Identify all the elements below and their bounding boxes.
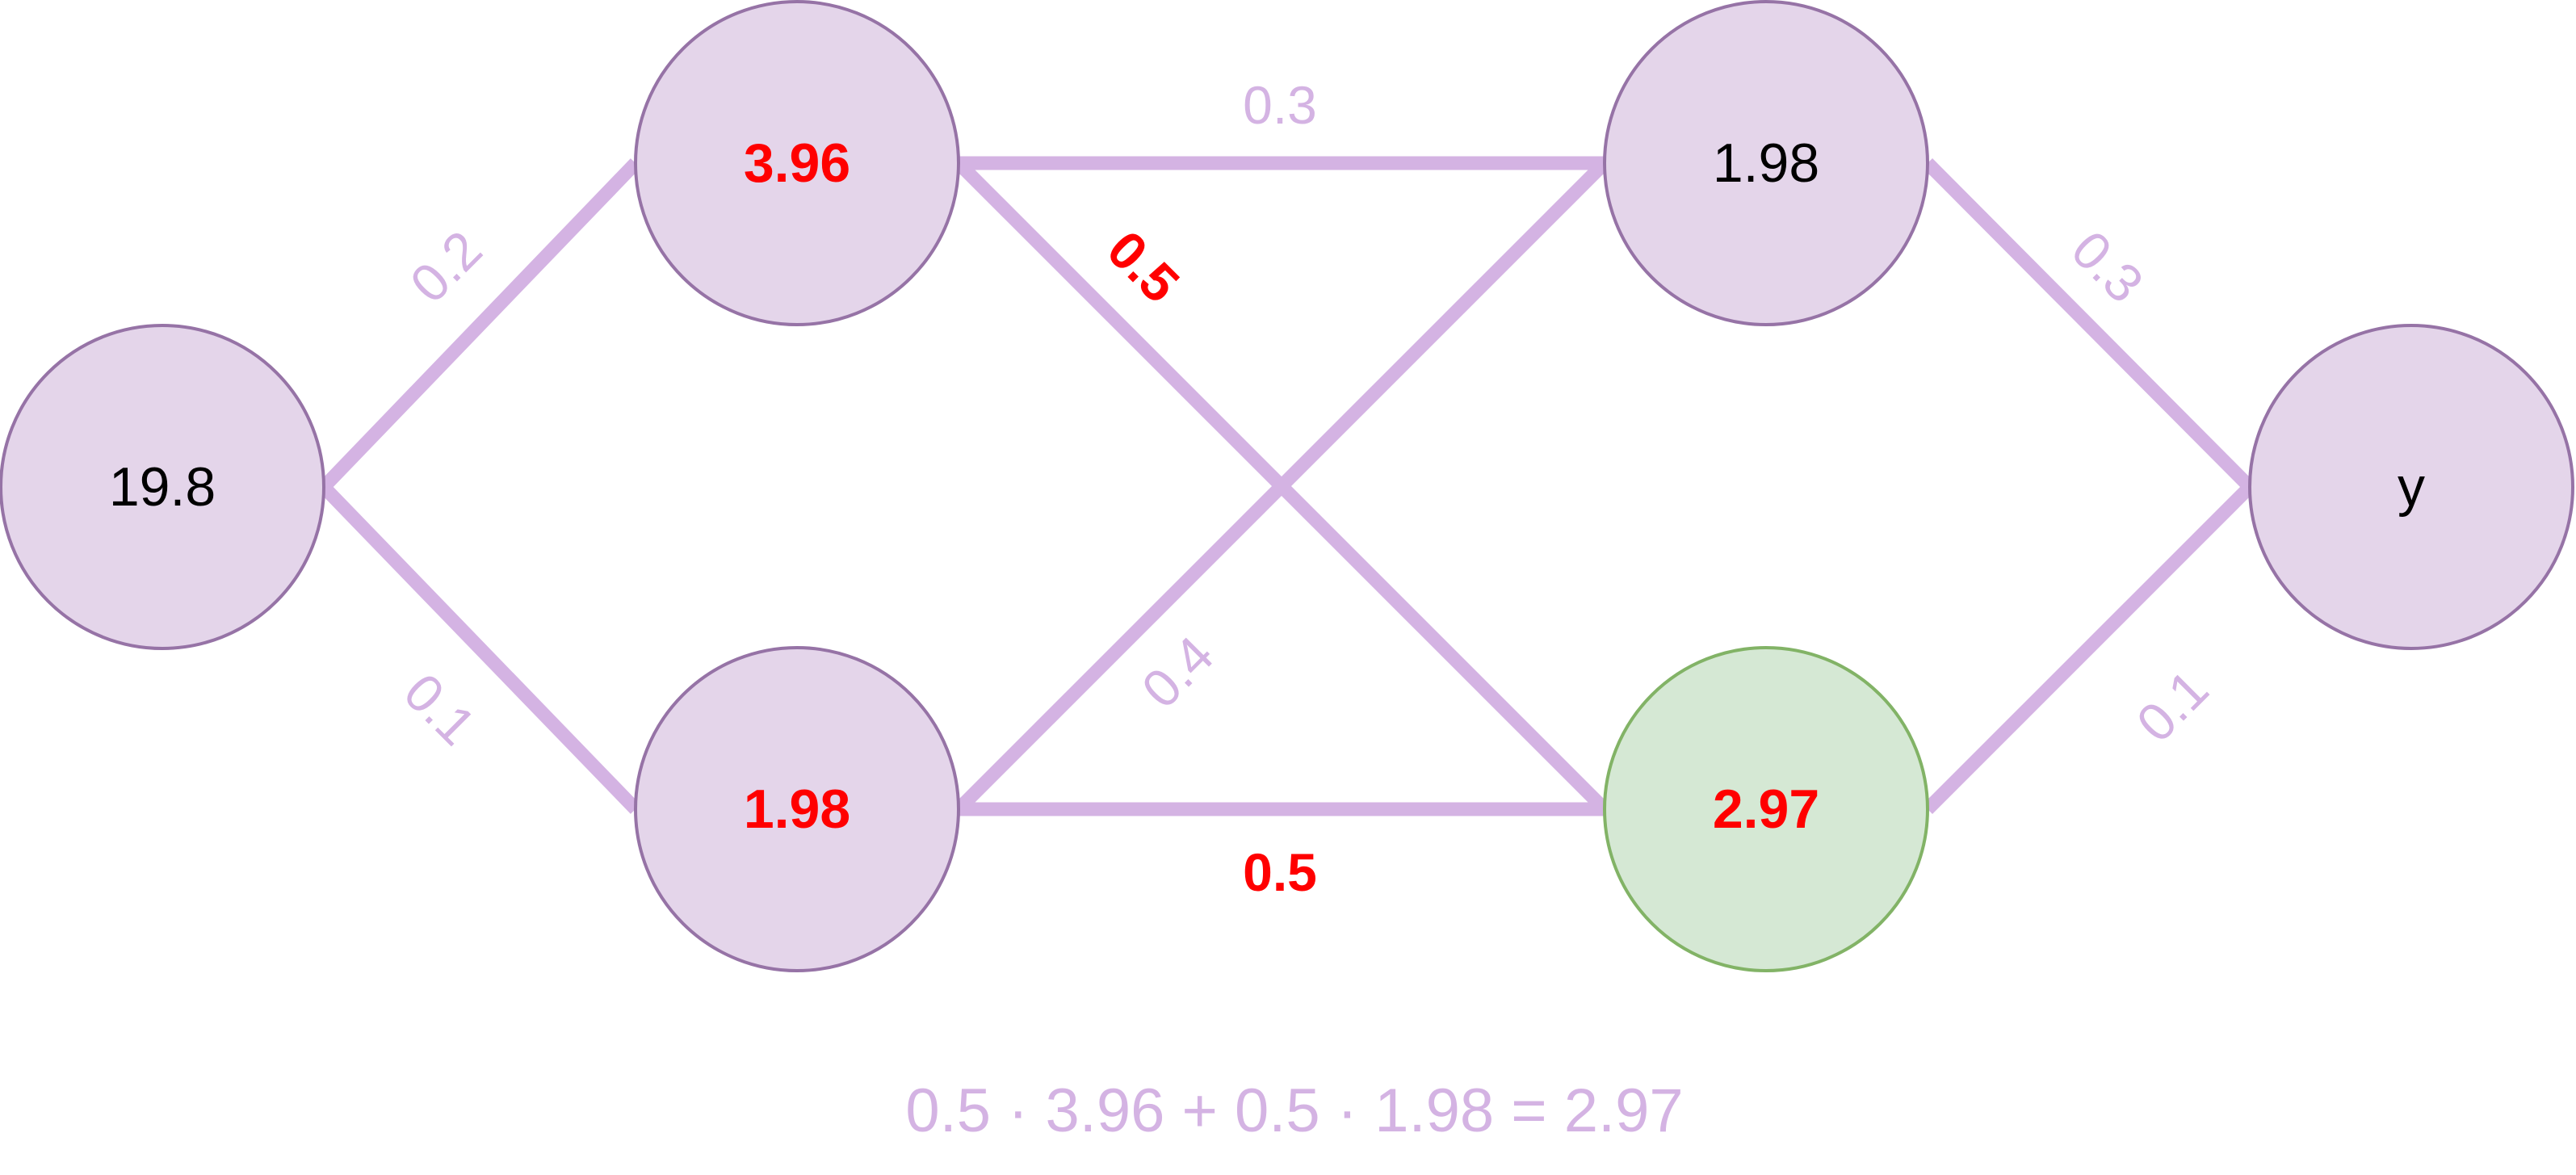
edge-in-h2	[318, 482, 641, 814]
node-label-h4: 2.97	[1713, 778, 1819, 840]
node-h2: 1.98	[634, 646, 960, 972]
node-circle-out	[2248, 324, 2574, 650]
node-h3: 1.98	[1603, 0, 1929, 326]
edge-weight-label-h2-h3: 0.4	[1130, 624, 1224, 719]
node-circle-h2	[634, 646, 960, 972]
node-label-h3: 1.98	[1713, 132, 1819, 194]
edge-in-h1	[318, 158, 641, 492]
edge-weight-label-h1-h4: 0.5	[1096, 219, 1190, 313]
node-circle-h4	[1603, 646, 1929, 972]
node-h1: 3.96	[634, 0, 960, 326]
node-label-in: 19.8	[109, 456, 216, 518]
node-circle-h3	[1603, 0, 1929, 326]
edges-layer	[318, 156, 2255, 816]
node-label-h1: 3.96	[744, 132, 850, 194]
edge-h4-out	[1922, 481, 2255, 815]
edge-h3-out	[1922, 158, 2255, 492]
nodes-layer: 19.8 3.96 1.98 1.98 2.97 y	[0, 0, 2574, 972]
node-out: y	[2248, 324, 2574, 650]
node-label-out: y	[2398, 456, 2425, 518]
node-in: 19.8	[0, 324, 325, 650]
node-circle-h1	[634, 0, 960, 326]
formula-text: 0.5 · 3.96 + 0.5 · 1.98 = 2.97	[905, 1076, 1683, 1145]
edge-weight-label-h3-out: 0.3	[2060, 219, 2154, 313]
edge-h2-h3	[953, 157, 1610, 815]
edge-weight-label-in-h2: 0.1	[392, 661, 487, 756]
edge-weight-label-h2-h4: 0.5	[1243, 842, 1317, 902]
edge-weight-label-h1-h3: 0.3	[1243, 75, 1317, 135]
edge-weight-label-in-h1: 0.2	[398, 219, 493, 313]
node-h4: 2.97	[1603, 646, 1929, 972]
edge-weight-label-h4-out: 0.1	[2125, 658, 2219, 753]
node-circle-in	[0, 324, 325, 650]
node-label-h2: 1.98	[744, 778, 850, 840]
